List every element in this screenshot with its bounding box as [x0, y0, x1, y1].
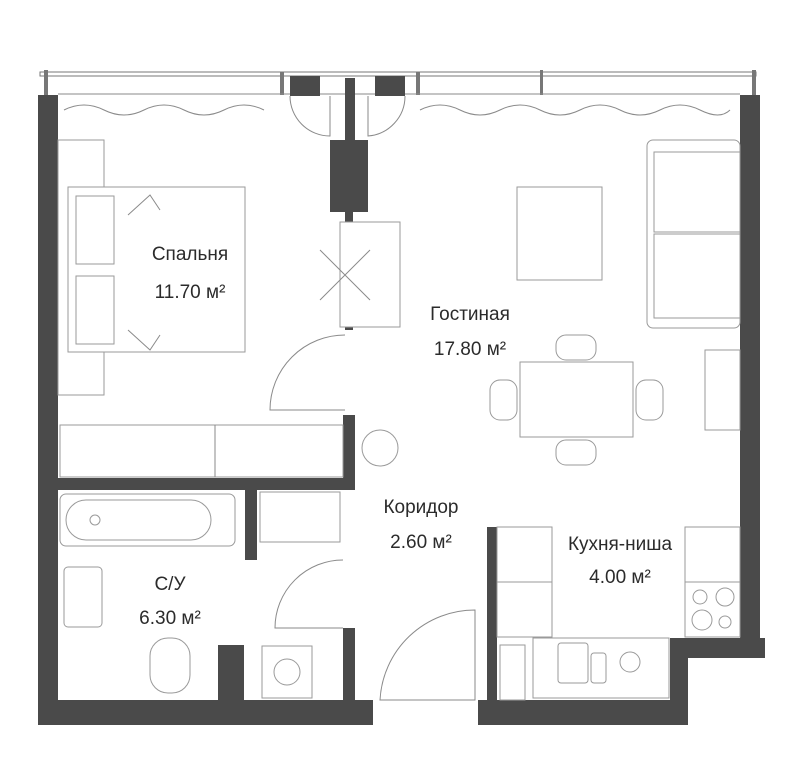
room-area: 2.60 м² — [390, 532, 452, 553]
room-name: Гостиная — [430, 304, 510, 325]
living-furniture — [361, 139, 741, 467]
room-label-corridor: Коридор 2.60 м² — [383, 497, 458, 553]
wardrobe — [59, 424, 344, 543]
room-label-bedroom: Спальня 11.70 м² — [152, 244, 228, 303]
room-name: Коридор — [383, 497, 458, 518]
walls — [38, 76, 765, 725]
room-name: Спальня — [152, 244, 228, 265]
room-area: 6.30 м² — [139, 608, 201, 629]
bathroom-fixtures — [59, 493, 313, 699]
room-name: С/У — [154, 574, 186, 595]
room-name: Кухня-ниша — [568, 534, 673, 555]
room-area: 17.80 м² — [434, 339, 506, 360]
room-area: 11.70 м² — [155, 282, 226, 303]
doors — [269, 95, 476, 701]
bedroom-furniture — [57, 139, 401, 396]
room-label-living: Гостиная 17.80 м² — [430, 304, 510, 360]
kitchen-fixtures — [496, 526, 741, 701]
room-label-bathroom: С/У 6.30 м² — [139, 574, 201, 629]
room-area: 4.00 м² — [589, 567, 651, 588]
room-label-kitchen: Кухня-ниша 4.00 м² — [568, 534, 673, 588]
